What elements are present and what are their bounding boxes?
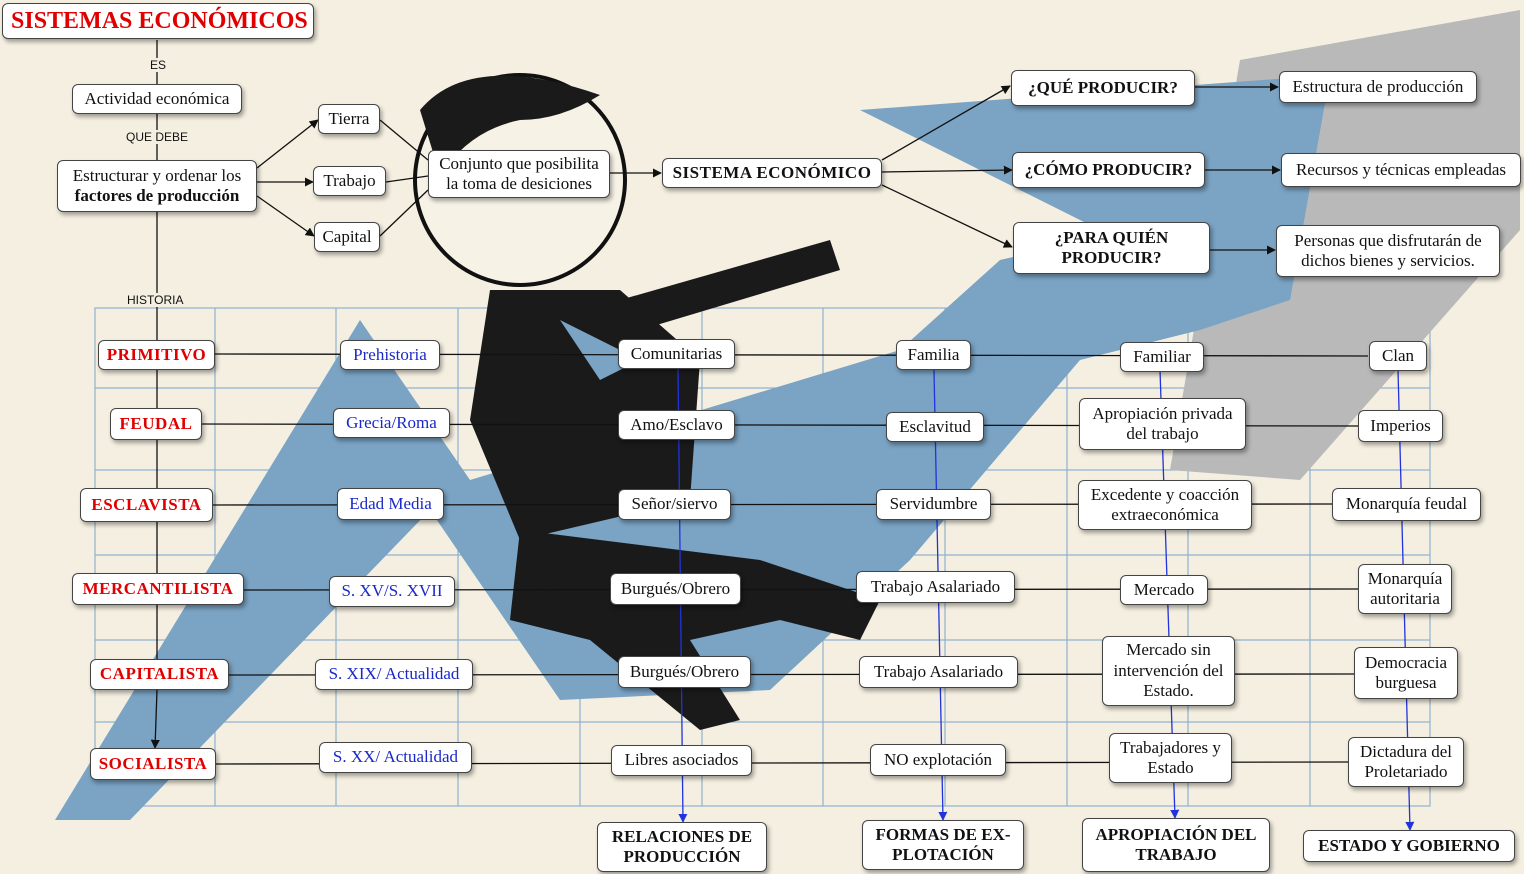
apropiacion-mercantilista: Mercado xyxy=(1120,575,1208,605)
factor-trabajo: Trabajo xyxy=(313,166,386,196)
system-primitivo: PRIMITIVO xyxy=(98,340,215,370)
estructurar-line1: Estructurar y ordenar los xyxy=(73,166,242,186)
estado-esclavista: Monarquía feudal xyxy=(1332,488,1481,521)
explotacion-primitivo: Familia xyxy=(896,340,971,370)
estado-primitivo: Clan xyxy=(1369,341,1427,371)
explotacion-mercantilista: Trabajo Asalariado xyxy=(856,571,1015,603)
estado-socialista: Dictadura del Proletariado xyxy=(1348,737,1464,787)
sistema-economico-node: SISTEMA ECONÓMICO xyxy=(662,158,882,188)
actividad-economica-node: Actividad económica xyxy=(72,84,242,114)
apropiacion-esclavista: Excedente y coacción extraeconómica xyxy=(1078,480,1252,530)
explotacion-esclavista: Servidumbre xyxy=(876,489,991,520)
estado-capitalista: Democracia burguesa xyxy=(1354,647,1458,699)
answer-estructura: Estructura de producción xyxy=(1279,71,1477,103)
period-edad-media: Edad Media xyxy=(337,488,444,520)
period-xx-actualidad: S. XX/ Actualidad xyxy=(319,742,472,773)
relaciones-mercantilista: Burgués/Obrero xyxy=(610,573,741,605)
relaciones-primitivo: Comunitarias xyxy=(618,339,735,369)
estado-feudal: Imperios xyxy=(1358,410,1443,442)
relaciones-feudal: Amo/Esclavo xyxy=(618,410,735,440)
apropiacion-socialista: Trabajadores y Estado xyxy=(1109,733,1232,783)
answer-personas: Personas que disfrutarán de dichos biene… xyxy=(1276,225,1500,277)
footer-apropiacion-del-trabajo: APROPIACIÓN DEL TRABAJO xyxy=(1082,818,1270,872)
estado-mercantilista: Monarquía autoritaria xyxy=(1358,564,1452,614)
system-capitalista: CAPITALISTA xyxy=(90,659,229,690)
explotacion-capitalista: Trabajo Asalariado xyxy=(859,656,1018,688)
system-feudal: FEUDAL xyxy=(110,408,202,440)
relaciones-esclavista: Señor/siervo xyxy=(618,489,731,520)
footer-formas-de-explotacion: FORMAS DE EX-PLOTACIÓN xyxy=(862,820,1024,870)
relaciones-socialista: Libres asociados xyxy=(611,745,752,776)
footer-estado-y-gobierno: ESTADO Y GOBIERNO xyxy=(1303,830,1515,862)
question-que-producir: ¿QUÉ PRODUCIR? xyxy=(1011,70,1195,106)
conjunto-node: Conjunto que posibilita la toma de desic… xyxy=(428,150,610,198)
apropiacion-primitivo: Familiar xyxy=(1120,342,1204,372)
estructurar-node: Estructurar y ordenar los factores de pr… xyxy=(57,160,257,212)
period-grecia-roma: Grecia/Roma xyxy=(333,408,450,438)
period-xix-actualidad: S. XIX/ Actualidad xyxy=(315,659,473,690)
system-esclavista: ESCLAVISTA xyxy=(80,488,213,522)
system-mercantilista: MERCANTILISTA xyxy=(72,573,244,605)
link-label-es: ES xyxy=(148,58,168,72)
system-socialista: SOCIALISTA xyxy=(90,748,216,780)
apropiacion-capitalista: Mercado sin intervención del Estado. xyxy=(1102,636,1235,706)
answer-recursos: Recursos y técnicas empleadas xyxy=(1281,153,1521,187)
period-prehistoria: Prehistoria xyxy=(340,340,440,370)
footer-relaciones-de-produccion: RELACIONES DE PRODUCCIÓN xyxy=(597,822,767,872)
question-como-producir: ¿CÓMO PRODUCIR? xyxy=(1012,152,1205,188)
estructurar-line2: factores de producción xyxy=(75,186,240,206)
apropiacion-feudal: Apropiación privada del trabajo xyxy=(1079,398,1246,450)
explotacion-socialista: NO explotación xyxy=(870,744,1006,776)
question-para-quien-producir: ¿PARA QUIÉN PRODUCIR? xyxy=(1013,222,1210,274)
link-label-que-debe: QUE DEBE xyxy=(124,130,190,144)
period-xv-xvii: S. XV/S. XVII xyxy=(329,576,455,607)
explotacion-feudal: Esclavitud xyxy=(886,412,984,442)
relaciones-capitalista: Burgués/Obrero xyxy=(618,656,751,688)
factor-tierra: Tierra xyxy=(318,104,380,134)
factor-capital: Capital xyxy=(314,222,380,252)
map-title: SISTEMAS ECONÓMICOS xyxy=(2,3,314,39)
link-label-historia: HISTORIA xyxy=(125,293,185,307)
